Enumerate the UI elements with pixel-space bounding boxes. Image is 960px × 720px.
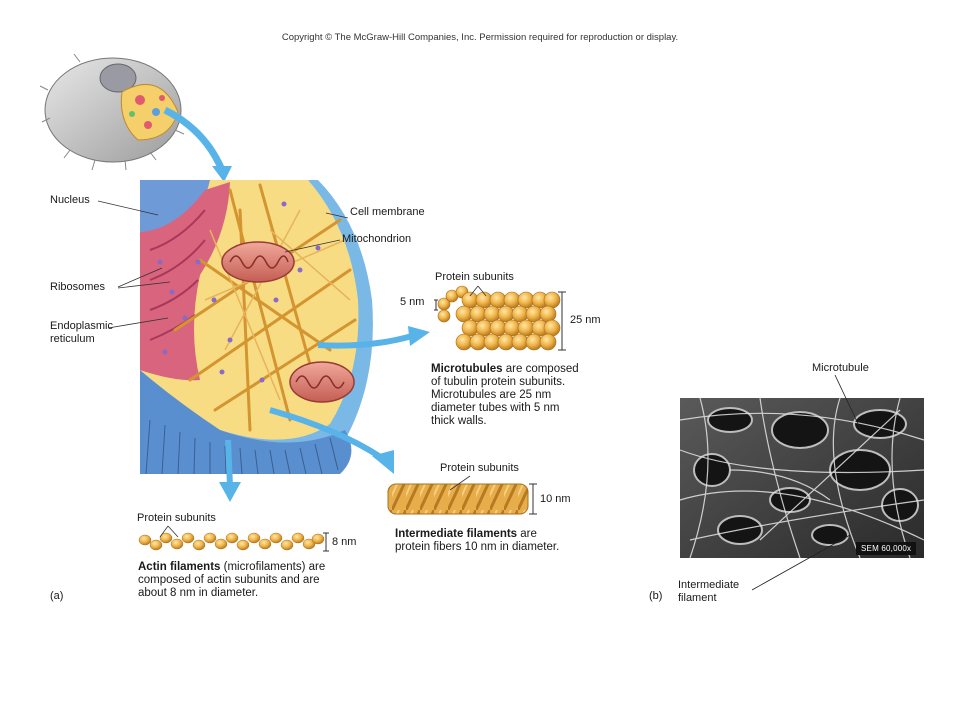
label-actin-diameter: 8 nm	[332, 536, 357, 548]
caption-microtubules-line0: are composed	[502, 363, 579, 375]
label-microtubule-wall: 5 nm	[400, 296, 425, 308]
label-ribosomes: Ribosomes	[50, 281, 106, 293]
enlarged-cell-section	[140, 180, 373, 475]
panel-label-a: (a)	[50, 590, 64, 602]
caption-microtubules: Microtubules are composed of tubulin pro…	[431, 363, 631, 428]
caption-actin-filaments: Actin filaments (microfilaments) are com…	[138, 561, 368, 600]
caption-intermediate-term: Intermediate filaments	[395, 528, 518, 540]
caption-microtubules-line1: of tubulin protein subunits.	[431, 376, 566, 388]
caption-actin-line2: about 8 nm in diameter.	[138, 587, 259, 599]
label-microtubule-sem: Microtubule	[812, 362, 869, 374]
label-cell-membrane: Cell membrane	[350, 206, 425, 218]
caption-actin-line1: composed of actin subunits and are	[138, 574, 320, 586]
caption-microtubules-line3: diameter tubes with 5 nm	[431, 402, 560, 414]
label-leaders	[97, 200, 349, 329]
caption-intermediate-line0: are	[517, 528, 537, 540]
cell-thumbnail	[39, 53, 185, 171]
zoom-arrow	[163, 106, 226, 172]
label-intermediate-line2: filament	[678, 592, 717, 604]
label-protein-subunits-intermediate: Protein subunits	[440, 462, 519, 474]
label-er-line1: Endoplasmic	[50, 320, 113, 332]
label-microtubule-diameter: 25 nm	[570, 314, 601, 326]
label-intermediate-line1: Intermediate	[678, 579, 740, 591]
caption-intermediate-line1: protein fibers 10 nm in diameter.	[395, 541, 560, 553]
label-er-line2: reticulum	[50, 333, 95, 345]
mitochondrion-shape	[221, 241, 295, 283]
caption-microtubules-line4: thick walls.	[431, 415, 487, 427]
label-intermediate-filament-sem: Intermediate filament	[678, 579, 739, 605]
label-protein-subunits-microtubule: Protein subunits	[435, 271, 514, 283]
label-endoplasmic-reticulum: Endoplasmic reticulum	[50, 320, 113, 346]
sem-magnification-badge: SEM 60,000x	[856, 542, 917, 555]
microtubule-model	[434, 285, 566, 351]
sem-micrograph	[679, 374, 925, 591]
detail-arrows	[219, 326, 430, 502]
label-nucleus: Nucleus	[50, 194, 90, 206]
panel-label-b: (b)	[649, 590, 663, 602]
copyright-notice: Copyright © The McGraw-Hill Companies, I…	[281, 32, 679, 43]
caption-microtubules-line2: Microtubules are 25 nm	[431, 389, 552, 401]
label-mitochondrion: Mitochondrion	[342, 233, 412, 245]
zoom-arrow-head	[212, 166, 232, 182]
intermediate-filament-model	[387, 475, 537, 515]
label-intermediate-diameter: 10 nm	[540, 493, 571, 505]
label-protein-subunits-actin: Protein subunits	[137, 512, 216, 524]
actin-filament-model	[138, 532, 325, 551]
caption-intermediate-filaments: Intermediate filaments are protein fiber…	[395, 528, 615, 554]
caption-actin-term: Actin filaments	[138, 561, 221, 573]
caption-actin-line0: (microfilaments) are	[220, 561, 326, 573]
caption-microtubules-term: Microtubules	[431, 363, 503, 375]
